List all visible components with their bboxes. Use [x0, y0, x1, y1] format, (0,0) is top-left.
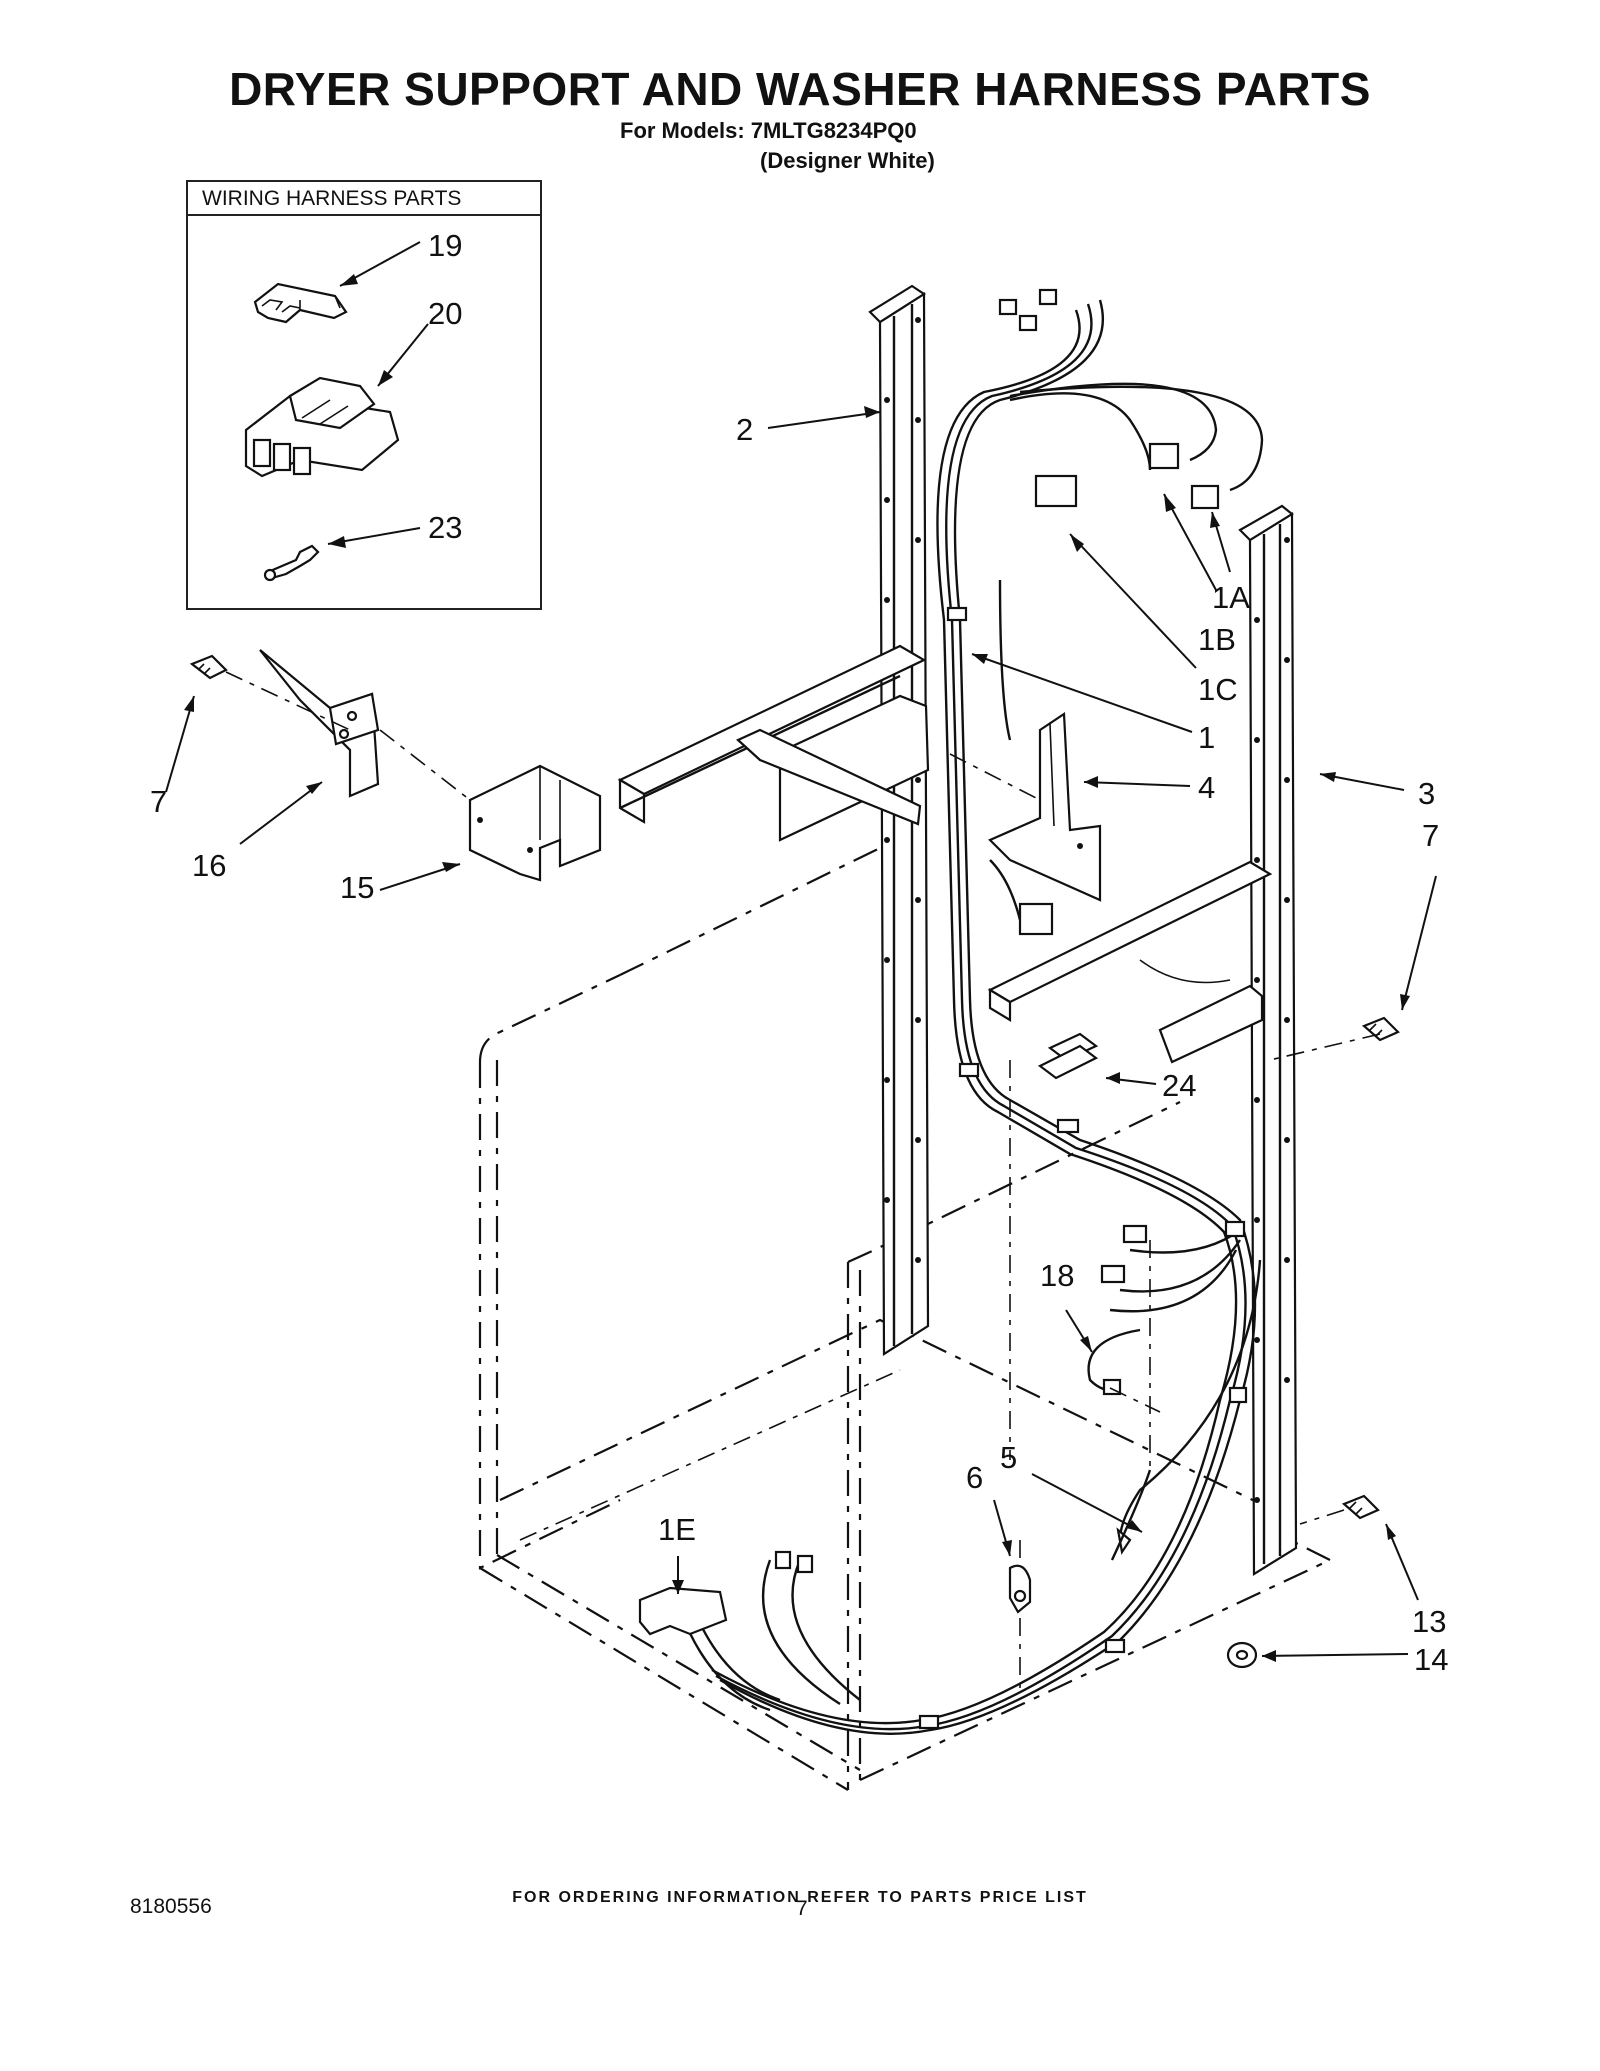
callout-16: 16 [192, 848, 227, 883]
callout-1: 1 [1198, 720, 1216, 755]
part-6-clip [1008, 1564, 1032, 1614]
part-1-wiring-harness [678, 299, 1264, 1735]
part-23-crimp-terminal [263, 544, 320, 582]
callout-7-left: 7 [150, 784, 168, 819]
ordering-note: FOR ORDERING INFORMATION REFER TO PARTS … [512, 1889, 1088, 1906]
left-cross-brace [617, 644, 930, 842]
part-5-tube [1110, 1469, 1152, 1561]
leader-arrows-inset [327, 241, 429, 548]
page-number: 7 [796, 1897, 808, 1920]
screw-13 [1341, 1494, 1380, 1520]
part-15-bracket [468, 764, 602, 882]
part-24-sleeve [1037, 1032, 1099, 1080]
callout-1E: 1E [658, 1512, 696, 1547]
callout-6: 6 [966, 1460, 984, 1495]
callout-7-right: 7 [1422, 818, 1440, 853]
callout-15: 15 [340, 870, 375, 905]
washer-cabinet-outline [478, 847, 1331, 1791]
page-title: DRYER SUPPORT AND WASHER HARNESS PARTS [229, 63, 1371, 115]
callout-1B: 1B [1198, 622, 1236, 657]
leader-arrows-main [165, 406, 1437, 1662]
harness-connectors [638, 288, 1220, 1636]
model-variant: (Designer White) [760, 148, 935, 173]
callout-1C: 1C [1198, 672, 1238, 707]
right-cross-brace [987, 860, 1273, 1064]
washer-14 [1226, 1641, 1258, 1669]
part-19-connector-housing [253, 282, 348, 324]
part-18-tie [1087, 1328, 1141, 1396]
callout-20: 20 [428, 296, 463, 331]
model-number: For Models: 7MLTG8234PQ0 [620, 118, 917, 143]
callout-1A: 1A [1212, 580, 1250, 615]
callout-5: 5 [1000, 1440, 1018, 1475]
inset-title: WIRING HARNESS PARTS [188, 182, 540, 216]
wiring-harness-parts-inset: WIRING HARNESS PARTS [186, 180, 542, 610]
callout-19: 19 [428, 228, 463, 263]
callout-3: 3 [1418, 776, 1436, 811]
screw-7-left [189, 654, 228, 680]
part-4-bracket [988, 712, 1102, 902]
callout-23: 23 [428, 510, 463, 545]
callout-13: 13 [1412, 1604, 1447, 1639]
document-number: 8180556 [130, 1895, 212, 1918]
callout-4: 4 [1198, 770, 1216, 805]
callout-18: 18 [1040, 1258, 1075, 1293]
part-3-right-upright [1238, 504, 1298, 1576]
alignment-lines [225, 671, 1381, 1525]
callout-24: 24 [1162, 1068, 1197, 1103]
part-16-bracket [259, 649, 380, 798]
part-20-connector-block [244, 376, 400, 478]
callout-2: 2 [736, 412, 754, 447]
callout-14: 14 [1414, 1642, 1449, 1677]
